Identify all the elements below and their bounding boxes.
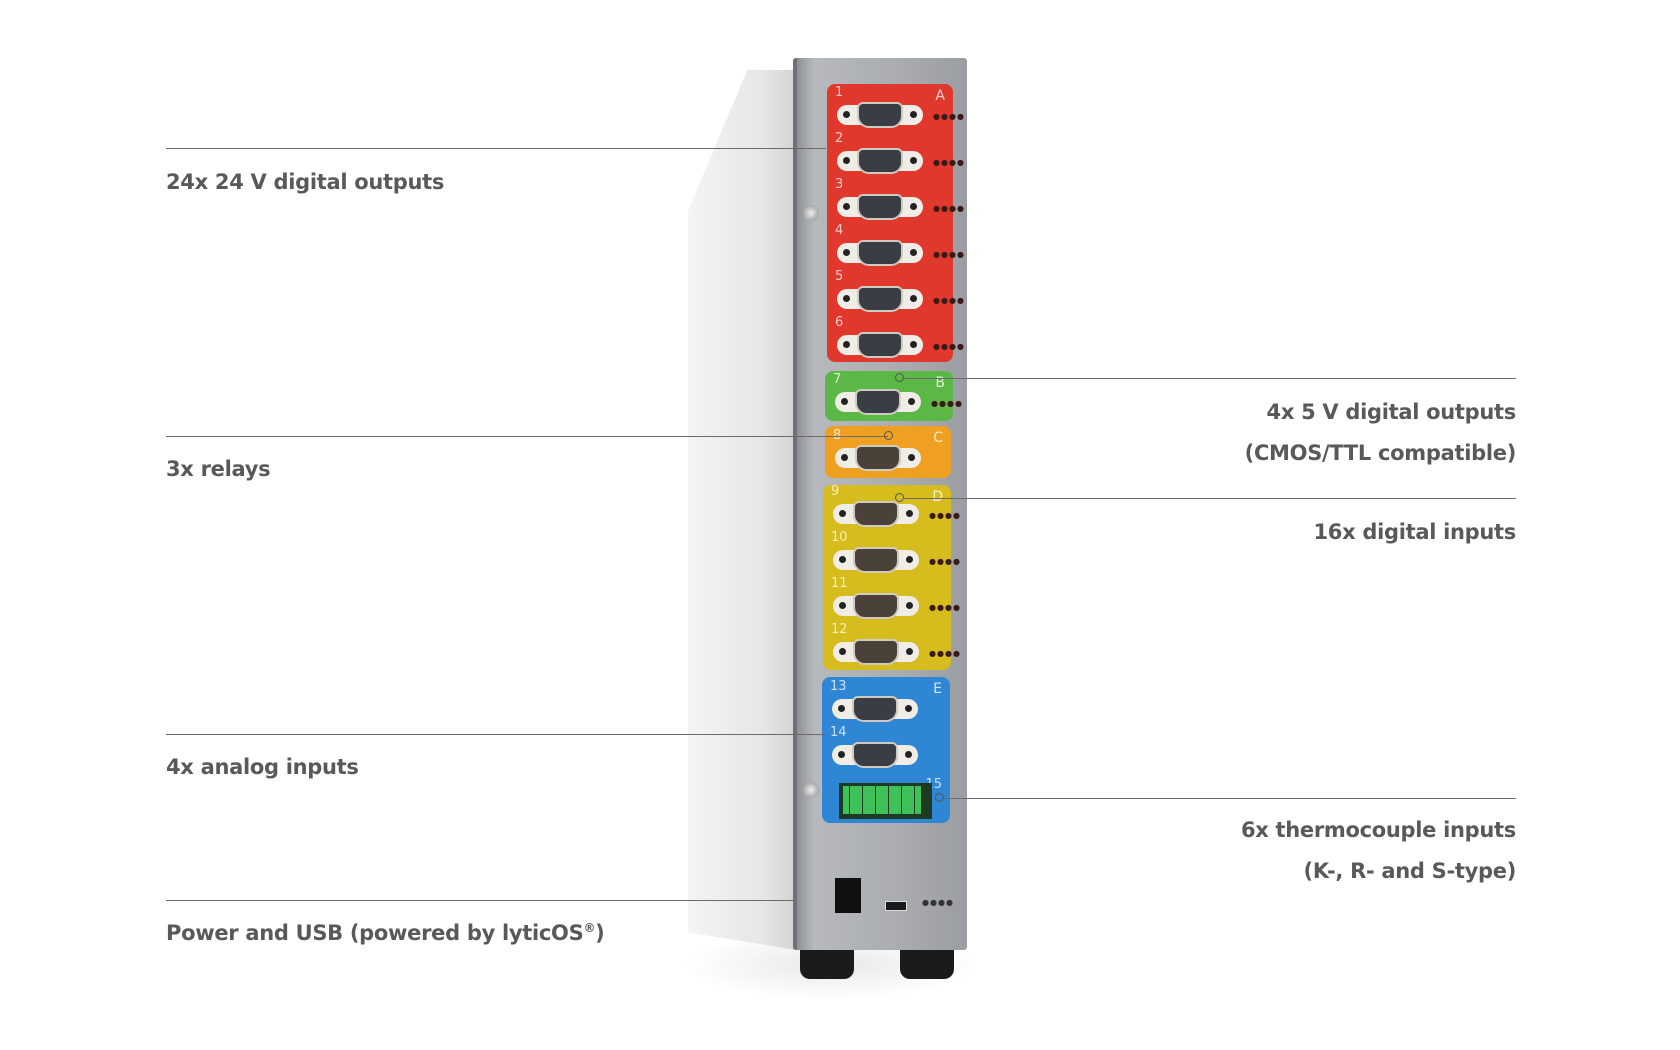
label-digital-outputs-24v: 24x 24 V digital outputs <box>166 170 445 194</box>
status-leds: ●●●● <box>922 898 954 907</box>
terminal-pin <box>888 786 895 814</box>
db9-connector: ●●●● <box>833 547 960 573</box>
status-leds: ●●●● <box>929 603 961 612</box>
screw-icon <box>803 205 819 221</box>
usb-port <box>885 901 907 911</box>
port-number: 14 <box>830 725 847 740</box>
db9-connector: ●●●● <box>837 148 964 174</box>
terminal-pin <box>895 786 901 814</box>
status-leds: ●●●● <box>933 112 965 121</box>
status-leds: ●●●● <box>933 342 965 351</box>
label-digital-inputs: 16x digital inputs <box>1313 520 1516 544</box>
panel-group-b: B 7 ●●●● <box>825 371 962 421</box>
port-number: 13 <box>830 679 847 694</box>
status-leds: ●●●● <box>933 296 965 305</box>
label-power-usb: Power and USB (powered by lyticOS®) <box>166 921 605 945</box>
terminal-pin <box>882 786 888 814</box>
callout-line <box>166 148 826 149</box>
db9-connector: ●●●● <box>833 639 960 665</box>
terminal-pin <box>901 786 908 814</box>
terminal-pin <box>914 786 921 814</box>
status-leds: ●●●● <box>931 399 963 408</box>
db9-connector: ●●●● <box>837 102 964 128</box>
callout-dot <box>935 793 944 802</box>
db9-connector: ●●●● <box>837 194 964 220</box>
registered-mark: ® <box>583 921 596 935</box>
device-foot <box>900 945 954 979</box>
label-cmos-ttl: (CMOS/TTL compatible) <box>1244 441 1517 465</box>
callout-dot <box>895 373 904 382</box>
port-number: 9 <box>831 484 840 499</box>
db9-connector <box>835 445 921 471</box>
port-number: 4 <box>835 223 844 238</box>
group-letter: D <box>932 489 943 505</box>
group-letter: C <box>933 430 943 446</box>
panel-group-a: A 1 ●●●● 2 ●●●● 3 ●●●● 4 ●●●● 5 ●●●● 6 ●●●● <box>827 84 964 362</box>
terminal-pin <box>862 786 869 814</box>
port-number: 3 <box>835 177 844 192</box>
status-leds: ●●●● <box>933 204 965 213</box>
terminal-pin <box>875 786 882 814</box>
port-number: 11 <box>831 576 848 591</box>
thermocouple-terminal-block <box>839 783 932 819</box>
callout-line <box>944 798 1516 799</box>
status-leds: ●●●● <box>929 557 961 566</box>
port-number: 7 <box>833 372 842 387</box>
callout-line <box>166 900 796 901</box>
callout-line <box>166 734 826 735</box>
group-letter: E <box>933 681 942 697</box>
port-number: 6 <box>835 315 844 330</box>
db9-connector: ●●●● <box>835 389 962 415</box>
port-number: 5 <box>835 269 844 284</box>
terminal-pin <box>843 786 849 814</box>
label-relays: 3x relays <box>166 457 271 481</box>
status-leds: ●●●● <box>933 158 965 167</box>
group-letter: A <box>935 88 945 104</box>
power-jack <box>835 878 861 913</box>
db9-connector <box>832 696 918 722</box>
terminal-pin <box>849 786 856 814</box>
label-text: ) <box>595 921 605 945</box>
db9-connector <box>832 742 918 768</box>
terminal-pin <box>856 786 862 814</box>
status-leds: ●●●● <box>933 250 965 259</box>
port-number: 2 <box>835 131 844 146</box>
group-letter: B <box>935 375 945 391</box>
status-leds: ●●●● <box>929 649 961 658</box>
label-digital-outputs-5v: 4x 5 V digital outputs <box>1266 400 1517 424</box>
callout-dot <box>884 431 893 440</box>
db9-connector: ●●●● <box>837 240 964 266</box>
device-side-panel <box>688 70 796 950</box>
port-number: 12 <box>831 622 848 637</box>
callout-line <box>904 378 1516 379</box>
port-number: 8 <box>833 428 841 443</box>
db9-connector: ●●●● <box>837 332 964 358</box>
panel-group-d: D 9 ●●●● 10 ●●●● 11 ●●●● 12 ●●●● <box>823 484 960 670</box>
terminal-pin <box>908 786 914 814</box>
label-text: Power and USB (powered by lytic <box>166 921 552 945</box>
port-number: 1 <box>835 85 844 100</box>
callout-line <box>166 436 888 437</box>
device-foot <box>800 945 854 979</box>
port-number: 10 <box>831 530 848 545</box>
label-analog-inputs: 4x analog inputs <box>166 755 359 779</box>
label-thermocouple-inputs: 6x thermocouple inputs <box>1240 818 1516 842</box>
label-thermocouple-types: (K-, R- and S-type) <box>1303 859 1517 883</box>
terminal-pin <box>869 786 875 814</box>
db9-connector: ●●●● <box>833 593 960 619</box>
screw-icon <box>803 782 819 798</box>
brand-os: OS <box>551 921 584 945</box>
db9-connector: ●●●● <box>837 286 964 312</box>
callout-dot <box>895 493 904 502</box>
callout-line <box>904 498 1516 499</box>
status-leds: ●●●● <box>929 511 961 520</box>
db9-connector: ●●●● <box>833 501 960 527</box>
